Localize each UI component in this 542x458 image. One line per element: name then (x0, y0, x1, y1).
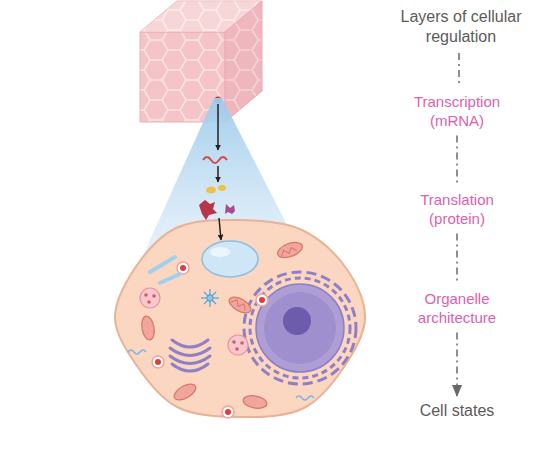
organelles (140, 288, 248, 355)
organelles (150, 257, 180, 283)
organelles (152, 294, 156, 298)
organelles (128, 350, 314, 400)
organelles (170, 340, 210, 371)
organelles (170, 348, 210, 356)
organelles (240, 341, 244, 345)
tissue-cube (140, 1, 262, 122)
cell-body (115, 220, 365, 417)
organelles (242, 394, 268, 410)
cell-body (115, 220, 365, 417)
organelles (227, 294, 254, 316)
flow-step: Layers of cellular regulation (383, 7, 539, 48)
step-label: Organelle architecture (392, 289, 522, 327)
step-label: Translation (protein) (392, 190, 522, 228)
organelles (177, 262, 189, 274)
organelles (172, 364, 208, 371)
flow-step: Translation (protein) (392, 190, 522, 228)
molecule-cascade (199, 104, 235, 240)
organelles (250, 278, 350, 378)
organelles (128, 239, 356, 418)
tissue-cube (225, 1, 262, 122)
dash-dot-connector (458, 53, 460, 87)
organelles (170, 356, 210, 364)
organelles (155, 359, 161, 365)
step-label: Transcription (mRNA) (392, 92, 522, 130)
organelles (256, 294, 268, 306)
organelles (228, 335, 248, 355)
flow-step: Cell states (392, 401, 522, 421)
flow-step: Transcription (mRNA) (392, 92, 522, 130)
organelles (172, 340, 208, 347)
organelles (172, 381, 199, 403)
dash-dot-connector (456, 233, 458, 284)
organelles (235, 347, 239, 351)
step-label: Cell states (392, 401, 522, 421)
organelles (202, 241, 258, 277)
organelles (140, 239, 304, 410)
tissue-cube (225, 1, 262, 122)
organelles (264, 292, 336, 364)
organelles (276, 239, 305, 260)
molecule-cascade (219, 218, 221, 240)
organelles (140, 288, 160, 308)
organelles (210, 247, 230, 257)
molecule-cascade (217, 166, 219, 182)
organelles (231, 298, 247, 310)
organelles (140, 315, 156, 341)
organelles (152, 262, 268, 418)
molecule-cascade (206, 187, 216, 194)
organelles (144, 293, 148, 297)
dash-dot-connector (456, 332, 458, 396)
organelles (222, 406, 234, 418)
molecule-cascade (218, 185, 226, 191)
organelles (160, 274, 180, 283)
organelles (225, 409, 231, 415)
molecule-cascade (217, 104, 219, 150)
organelles (283, 307, 311, 335)
organelles (296, 396, 314, 400)
organelles (147, 300, 151, 304)
organelles (256, 284, 344, 372)
organelles (280, 246, 297, 256)
organelles (152, 356, 164, 368)
organelles (180, 265, 186, 271)
organelles (207, 295, 213, 301)
molecule-cascade (199, 200, 217, 220)
organelles (259, 297, 265, 303)
organelles (128, 350, 146, 354)
step-label: Layers of cellular regulation (383, 7, 539, 48)
flow-step: Organelle architecture (392, 289, 522, 327)
organelles (244, 272, 356, 384)
organelles (201, 289, 219, 307)
dash-dot-connector (456, 135, 458, 185)
organelles (232, 340, 236, 344)
molecule-cascade (225, 204, 235, 214)
organelles (150, 257, 175, 272)
molecule-cascade (203, 157, 227, 163)
